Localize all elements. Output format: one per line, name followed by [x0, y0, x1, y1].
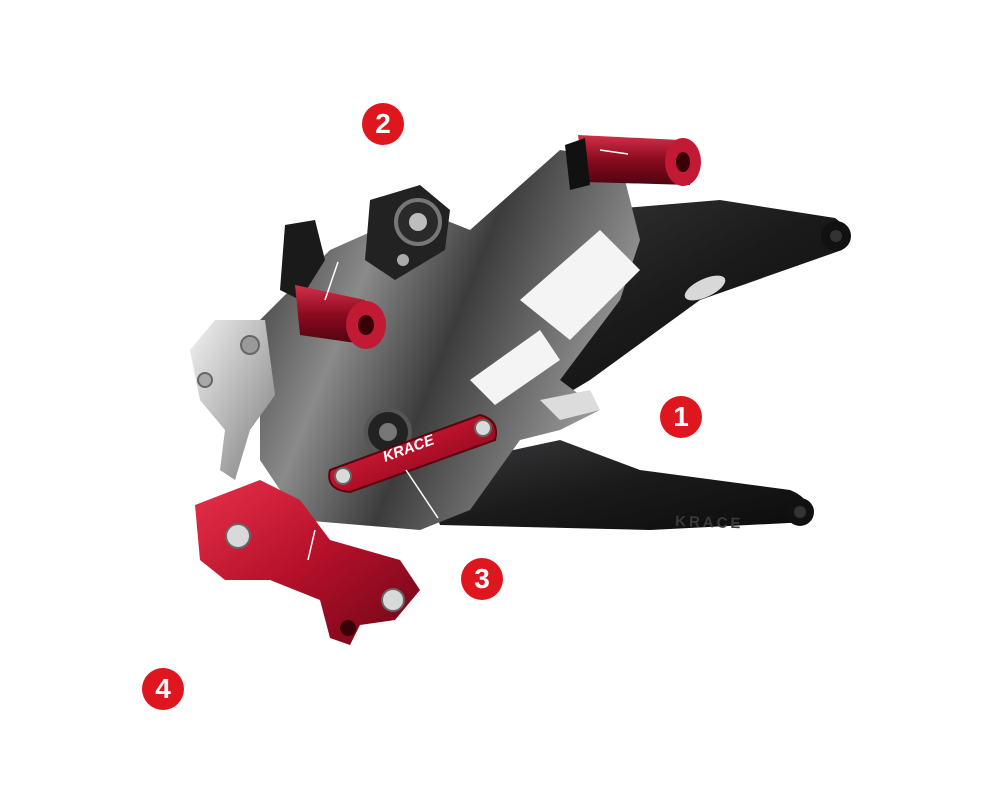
callout-1: 1 [660, 396, 702, 438]
lower-lever-arm: KRACE [420, 440, 814, 532]
silver-bracket [190, 320, 275, 480]
upper-mechanism [280, 185, 450, 300]
brand-engraving: KRACE [675, 513, 744, 532]
red-footpeg-lower [295, 285, 386, 349]
leader-line-2a [599, 149, 629, 155]
leader-line-1 [599, 417, 661, 421]
leader-line-3 [405, 469, 439, 519]
red-linkage: KRACE [328, 408, 497, 494]
callout-3: 3 [461, 558, 503, 600]
callout-2: 2 [362, 103, 404, 145]
main-hanger-plate [260, 150, 640, 530]
leader-line-2b [324, 261, 339, 301]
leader-lines [307, 149, 661, 561]
red-mount-plate [195, 480, 420, 645]
leader-line-4 [307, 529, 316, 561]
red-footpeg-upper [565, 135, 701, 190]
callout-4: 4 [142, 668, 184, 710]
